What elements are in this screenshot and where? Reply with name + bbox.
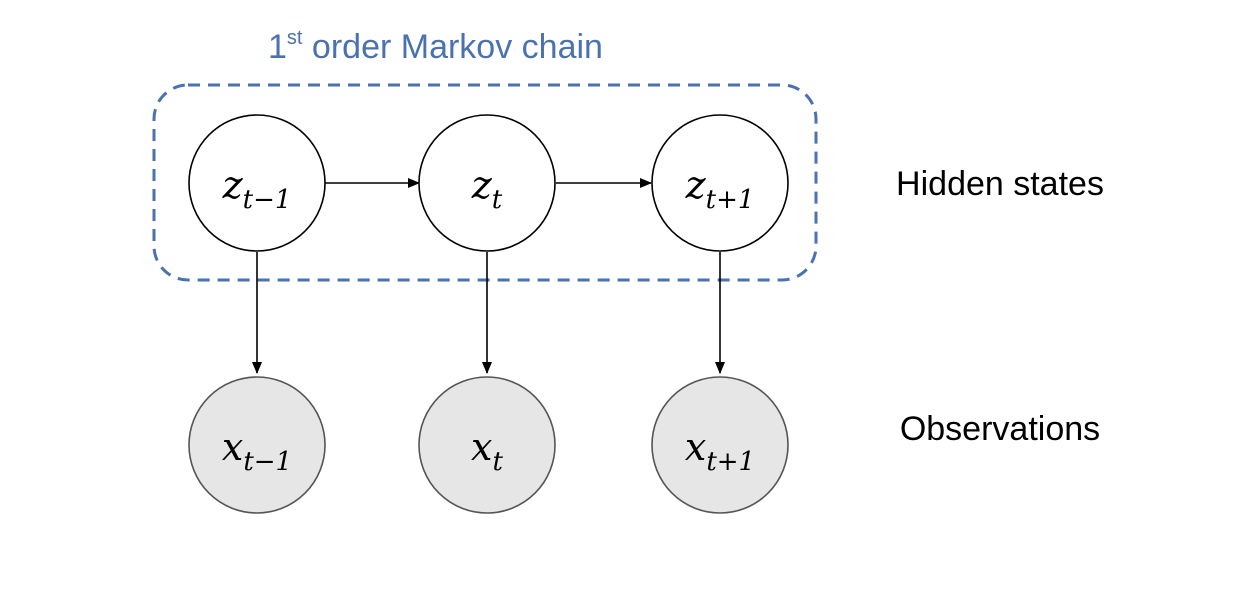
markov-chain-group-box <box>152 83 818 282</box>
hidden-node-3-var: z <box>685 163 707 207</box>
svg-text:xt−1: xt−1 <box>222 425 292 477</box>
hidden-node-1-sub: t−1 <box>243 185 292 215</box>
hidden-states-label: Hidden states <box>896 165 1104 203</box>
title-text: order Markov chain <box>302 28 602 66</box>
svg-text:xt: xt <box>471 425 503 477</box>
hidden-node-2: zt <box>418 114 556 252</box>
hidden-node-2-var: z <box>471 163 493 207</box>
observed-node-1-var: x <box>222 425 243 469</box>
hidden-node-3: zt+1 <box>651 114 789 252</box>
title-superscript: st <box>287 27 303 49</box>
observed-node-3-sub: t+1 <box>706 447 755 477</box>
svg-text:zt: zt <box>471 163 503 215</box>
hidden-node-3-sub: t+1 <box>706 185 755 215</box>
observed-node-1-sub: t−1 <box>243 447 292 477</box>
hidden-node-2-sub: t <box>492 185 503 215</box>
observed-node-1: xt−1 <box>188 376 326 514</box>
svg-text:xt+1: xt+1 <box>685 425 755 477</box>
title-number: 1 <box>268 28 287 66</box>
observed-node-2: xt <box>418 376 556 514</box>
observed-node-3-var: x <box>685 425 706 469</box>
hidden-node-1-var: z <box>222 163 244 207</box>
observed-node-3: xt+1 <box>651 376 789 514</box>
svg-text:zt+1: zt+1 <box>685 163 755 215</box>
observed-node-2-sub: t <box>492 447 503 477</box>
markov-chain-title: 1st order Markov chain <box>268 27 603 66</box>
svg-text:zt−1: zt−1 <box>222 163 292 215</box>
observed-node-2-var: x <box>471 425 492 469</box>
hidden-node-1: zt−1 <box>188 114 326 252</box>
observations-label: Observations <box>900 410 1100 448</box>
